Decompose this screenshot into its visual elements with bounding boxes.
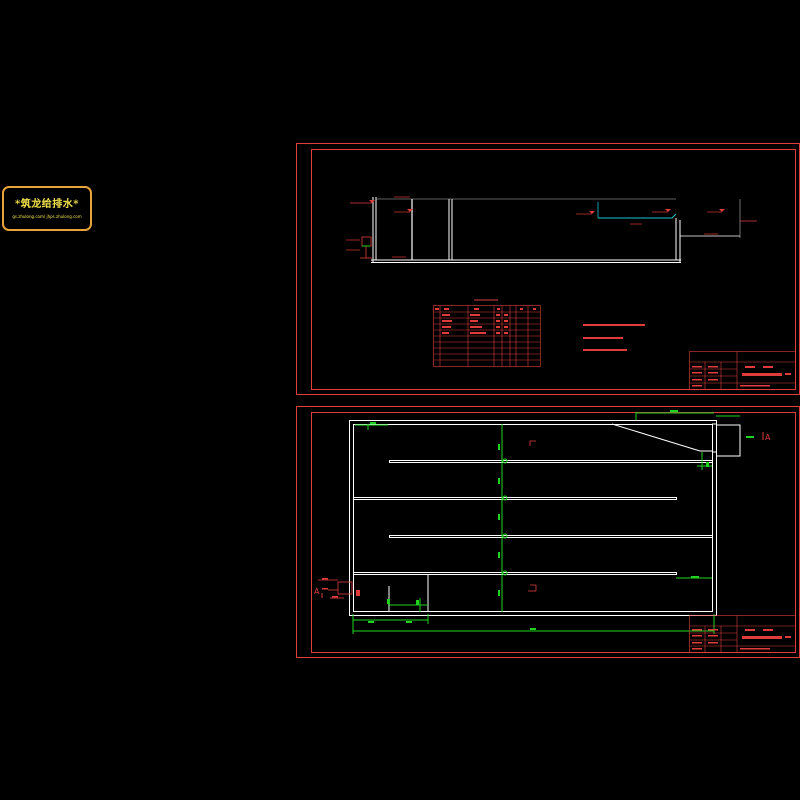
elevation-markers: [346, 196, 757, 258]
title-block-top-text: [692, 366, 791, 387]
tank-plan-walls: [349, 420, 741, 616]
title-block-bottom: [689, 615, 796, 653]
plan-sheet: A A: [296, 406, 800, 658]
section-arrow-icon: A: [314, 587, 323, 598]
section-corner-mark-icon: [528, 440, 537, 592]
sheet-outer-border: [296, 143, 800, 395]
equipment-table: [433, 299, 541, 367]
centre-dimension-marks: [498, 444, 500, 596]
table-cell-marks: [435, 308, 536, 334]
plan-inlet-pipe: [318, 579, 353, 599]
tank-section: [371, 197, 741, 263]
inlet-pipe: [360, 236, 372, 259]
elevation-triangles: [369, 200, 725, 214]
title-block-top: [689, 351, 796, 390]
zhulong-logo: *筑龙给排水* gs.zhulong.com/ jhps.zhulong.com: [2, 186, 92, 231]
drawing-notes: [583, 324, 645, 351]
centre-dimension: [501, 424, 508, 612]
water-level-line: [598, 213, 677, 219]
section-arrow-icon: A: [762, 432, 771, 442]
section-label-left: A: [314, 587, 320, 596]
sheet-inner-border: [311, 149, 796, 390]
section-sheet: [296, 143, 800, 395]
section-label-right: A: [765, 433, 771, 442]
logo-subtitle: gs.zhulong.com/ jhps.zhulong.com: [12, 214, 82, 219]
logo-title: *筑龙给排水*: [15, 199, 79, 210]
dimension-labels: [368, 410, 754, 630]
baffle-walls: [353, 460, 713, 612]
title-block-bottom-text: [692, 629, 791, 650]
plan-inlet-labels: [322, 578, 360, 598]
sheet-inner-border: [311, 412, 796, 653]
